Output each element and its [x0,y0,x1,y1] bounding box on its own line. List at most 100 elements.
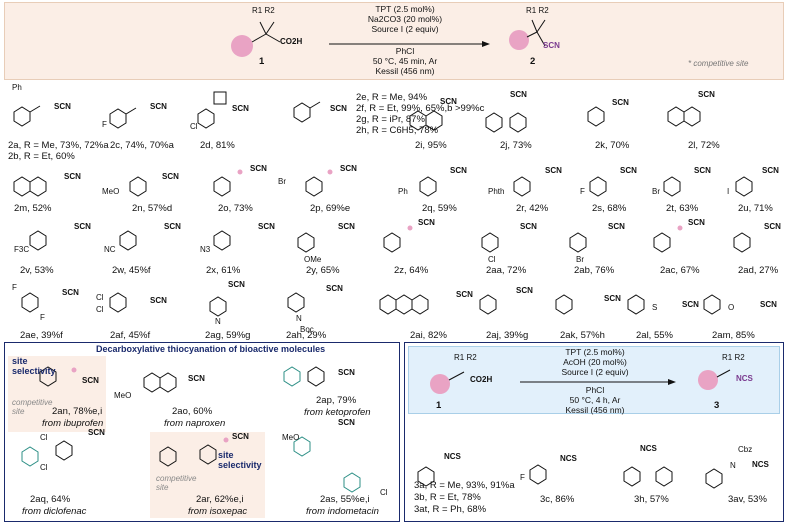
cbz-3av: Cbz [738,445,753,454]
scn-2j: SCN [510,90,527,99]
iso-sm-substituents: R1 R2 [454,353,477,362]
conditions-bottom: PhCl 50 °C, 45 min, Ar Kessil (456 nm) [335,46,475,76]
cl-2d: Cl [190,122,198,131]
scn-2aa: SCN [520,222,537,231]
competitive-site-2ar: competitive site [156,474,197,492]
scn-2w: SCN [164,222,181,231]
f1-2ae: F [12,283,17,292]
scn-2am: SCN [760,300,777,309]
scn-2o: SCN [250,164,267,173]
label-2v: 2v, 53% [20,265,54,276]
ncs-3c: NCS [560,454,577,463]
label-2ad: 2ad, 27% [738,265,779,276]
label-2u: 2u, 71% [738,203,773,214]
product-substituents: R1 R2 [526,6,549,15]
iso-condition-light: Kessil (456 nm) [565,405,625,415]
label-2i: 2i, 95% [415,140,447,151]
meo-2n: MeO [102,187,120,196]
site-selectivity-2an: site selectivity [12,356,56,376]
general-reaction-panel [4,2,784,80]
label-2ai: 2ai, 82% [410,330,447,341]
benzene-ring-2a [13,106,31,127]
condition-temperature: 50 °C, 45 min, Ar [372,56,438,66]
r-group-2a: Ph [12,83,22,92]
label-2r: 2r, 42% [516,203,549,214]
f-2s: F [580,187,585,196]
label-2am: 2am, 85% [712,330,755,341]
scn-2m: SCN [64,172,81,181]
label-2ah: 2ah, 29% [286,330,327,341]
isothiocyanate-structures [417,369,731,489]
scn-2k: SCN [612,98,629,107]
label-2b: 2b, R = Et, 60% [8,151,75,162]
sm-substituents: R1 R2 [252,6,275,15]
n3-2x: N3 [200,245,211,254]
n-3av: N [730,461,736,470]
reagent-base: Na2CO3 (20 mol%) [367,14,443,24]
label-3a: 3a, R = Me, 93%, 91%a [414,480,515,491]
o-2am: O [728,303,735,312]
label-2aj: 2aj, 39%g [486,330,529,341]
ome-2y: OMe [304,255,322,264]
label-2d: 2d, 81% [200,140,235,151]
meo-2as: MeO [282,433,300,442]
scn-2ad: SCN [764,222,781,231]
f-3c: F [520,473,525,482]
br-2ab: Br [576,255,584,264]
scn-2af: SCN [150,296,167,305]
label-2ae: 2ae, 39%f [20,330,63,341]
label-2al: 2al, 55% [636,330,673,341]
cl2-2af: Cl [96,305,104,314]
competitive-site-note: * competitive site [688,59,749,68]
scn-2e: SCN [330,104,347,113]
isoxepac-highlight [150,432,265,518]
condition-light: Kessil (456 nm) [375,66,435,76]
label-2ak: 2ak, 57%h [560,330,605,341]
n-2ah: N [296,314,302,323]
reagent-source: Source I (2 equiv) [371,24,439,34]
iso-condition-solvent: PhCl [585,385,605,395]
boc-2ah: Boc [300,325,314,334]
iso-product-substituents: R1 R2 [722,353,745,362]
label-2ap: 2ap, 79% [316,395,357,406]
scn-2v: SCN [74,222,91,231]
i-2u: I [727,187,730,196]
iso-condition-temperature: 50 °C, 4 h, Ar [569,395,621,405]
iso-conditions-bottom: PhCl 50 °C, 4 h, Ar Kessil (456 nm) [520,385,670,415]
label-2l: 2l, 72% [688,140,720,151]
label-3b: 3b, R = Et, 78% [414,492,481,503]
label-2c: 2c, 74%, 70%a [110,140,174,151]
cl2-2aq: Cl [40,463,48,472]
label-3h: 3h, 57% [634,494,669,505]
br-2p: Br [278,177,286,186]
scn-2ai: SCN [456,290,473,299]
source-2ao: from naproxen [164,418,226,429]
sm-label: 1 [259,56,265,67]
condition-solvent: PhCl [395,46,415,56]
label-3at: 3at, R = Ph, 68% [414,504,487,515]
label-2y: 2y, 65% [306,265,340,276]
cl1-2aq: Cl [40,433,48,442]
row3-structures [29,225,751,253]
product-scn: SCN [543,41,560,50]
row4-structures [21,292,721,317]
label-2j: 2j, 73% [500,140,532,151]
reagents-top: TPT (2.5 mol%) Na2CO3 (20 mol%) Source I… [335,4,475,34]
source-2an: from ibuprofen [42,418,104,429]
ncs-3h: NCS [640,444,657,453]
scn-2i: SCN [440,97,457,106]
scn-2ao: SCN [188,374,205,383]
bioactive-title: Decarboxylative thiocyanation of bioacti… [96,344,326,354]
f2-2ae: F [40,313,45,322]
iso-reagents-top: TPT (2.5 mol%) AcOH (20 mol%) Source I (… [520,347,670,377]
scn-2p: SCN [340,164,357,173]
cl-2aa: Cl [488,255,496,264]
scn-2ac: SCN [688,218,705,227]
label-2z: 2z, 64% [394,265,429,276]
label-2a: 2a, R = Me, 73%, 72%a [8,140,109,151]
scn-2s: SCN [620,166,637,175]
phth-2r: Phth [488,187,505,196]
source-2aq: from diclofenac [22,506,87,517]
label-2ar: 2ar, 62%e,i [196,494,244,505]
scn-2t: SCN [694,166,711,175]
